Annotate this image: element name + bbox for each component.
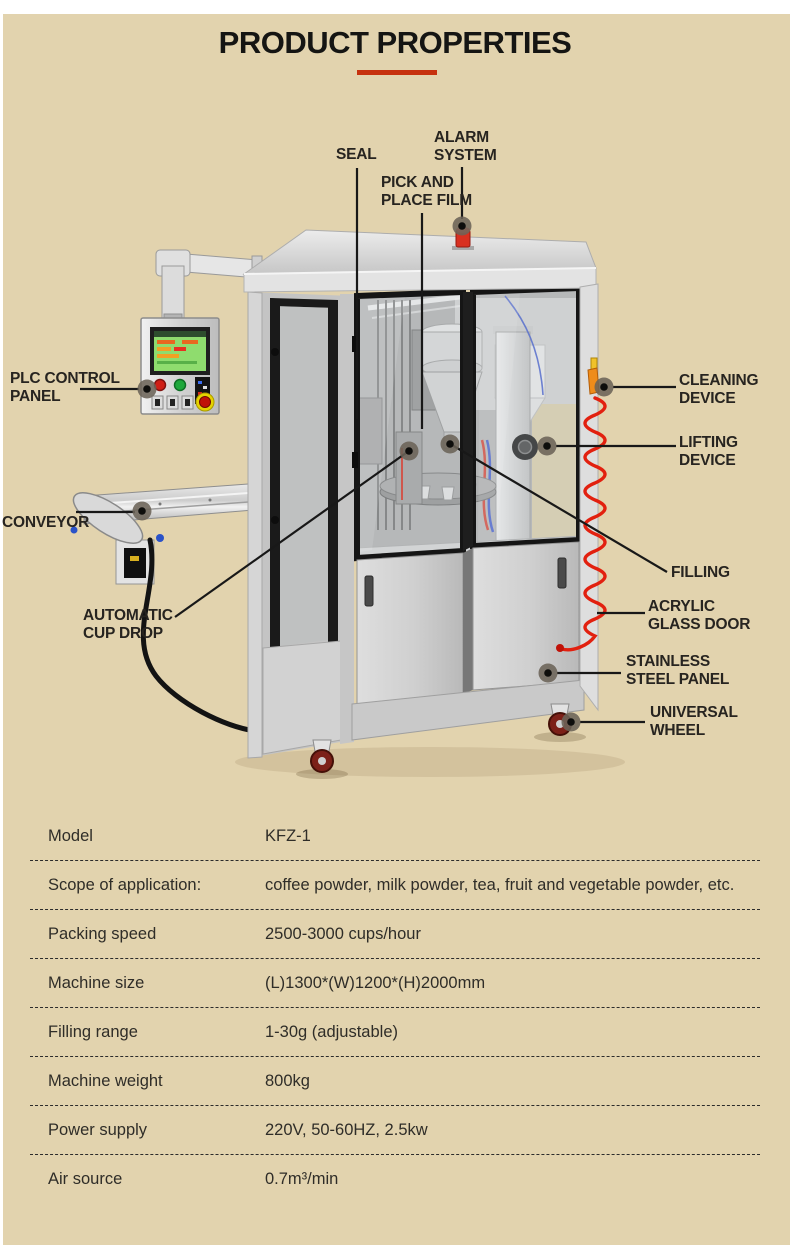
callout-lifting-device: LIFTING DEVICE [679,434,738,469]
table-row: Machine weight 800kg [30,1057,760,1106]
callout-seal: SEAL [336,146,377,163]
page-title: PRODUCT PROPERTIES [218,25,572,60]
spec-value: 220V, 50-60HZ, 2.5kw [265,1120,428,1139]
emergency-stop-button [195,392,215,412]
callout-cleaning-device: CLEANING DEVICE [679,372,759,407]
callout-pick-and-place-film: PICK AND PLACE FILM [381,174,472,209]
table-row: Model KFZ-1 [30,812,760,861]
callout-universal-wheel: UNIVERSAL WHEEL [650,704,738,739]
base-frame [351,679,585,741]
callout-alarm-system: ALARM SYSTEM [434,129,497,164]
callout-filling: FILLING [671,564,730,581]
table-row: Scope of application: coffee powder, mil… [30,861,760,910]
spec-value: KFZ-1 [265,826,311,845]
plc-screen [154,331,206,371]
table-row: Filling range 1-30g (adjustable) [30,1008,760,1057]
spec-value: coffee powder, milk powder, tea, fruit a… [265,875,735,894]
spec-value: (L)1300*(W)1200*(H)2000mm [265,973,486,992]
spec-label: Machine size [48,973,145,992]
selector-switches [151,395,194,410]
spec-label: Power supply [48,1120,148,1139]
roof [242,229,597,293]
title-underline [357,70,437,75]
stainless-steel-doors [356,541,580,707]
table-row: Machine size (L)1300*(W)1200*(H)2000mm [30,959,760,1008]
callout-plc-control-panel: PLC CONTROL PANEL [10,370,120,405]
callout-acrylic-glass-door: ACRYLIC GLASS DOOR [648,598,751,633]
spec-value: 0.7m³/min [265,1169,339,1188]
spec-value: 2500-3000 cups/hour [265,924,421,943]
table-row: Packing speed 2500-3000 cups/hour [30,910,760,959]
door-handle [364,575,374,607]
spec-value: 800kg [265,1071,310,1090]
plc-panel [140,317,220,415]
green-button [173,378,187,392]
spec-label: Air source [48,1169,123,1188]
cabinet [242,229,599,773]
callout-lines [76,167,676,724]
callout-conveyor: CONVEYOR [2,514,90,531]
spec-table: Model KFZ-1 Scope of application: coffee… [30,812,760,1203]
spec-label: Packing speed [48,924,157,943]
spec-value: 1-30g (adjustable) [265,1022,398,1041]
spec-label: Scope of application: [48,875,202,894]
callout-automatic-cup-drop: AUTOMATIC CUP DROP [83,607,173,642]
table-row: Power supply 220V, 50-60HZ, 2.5kw [30,1106,760,1155]
callout-stainless-steel-panel: STAINLESS STEEL PANEL [626,653,730,688]
spec-label: Filling range [48,1022,138,1041]
spec-label: Machine weight [48,1071,163,1090]
spec-label: Model [48,826,93,845]
table-row: Air source 0.7m³/min [30,1155,760,1203]
callout-dots [132,216,614,732]
side-panel [247,291,354,759]
door-handle [557,557,567,589]
ground-shadow [235,732,625,779]
